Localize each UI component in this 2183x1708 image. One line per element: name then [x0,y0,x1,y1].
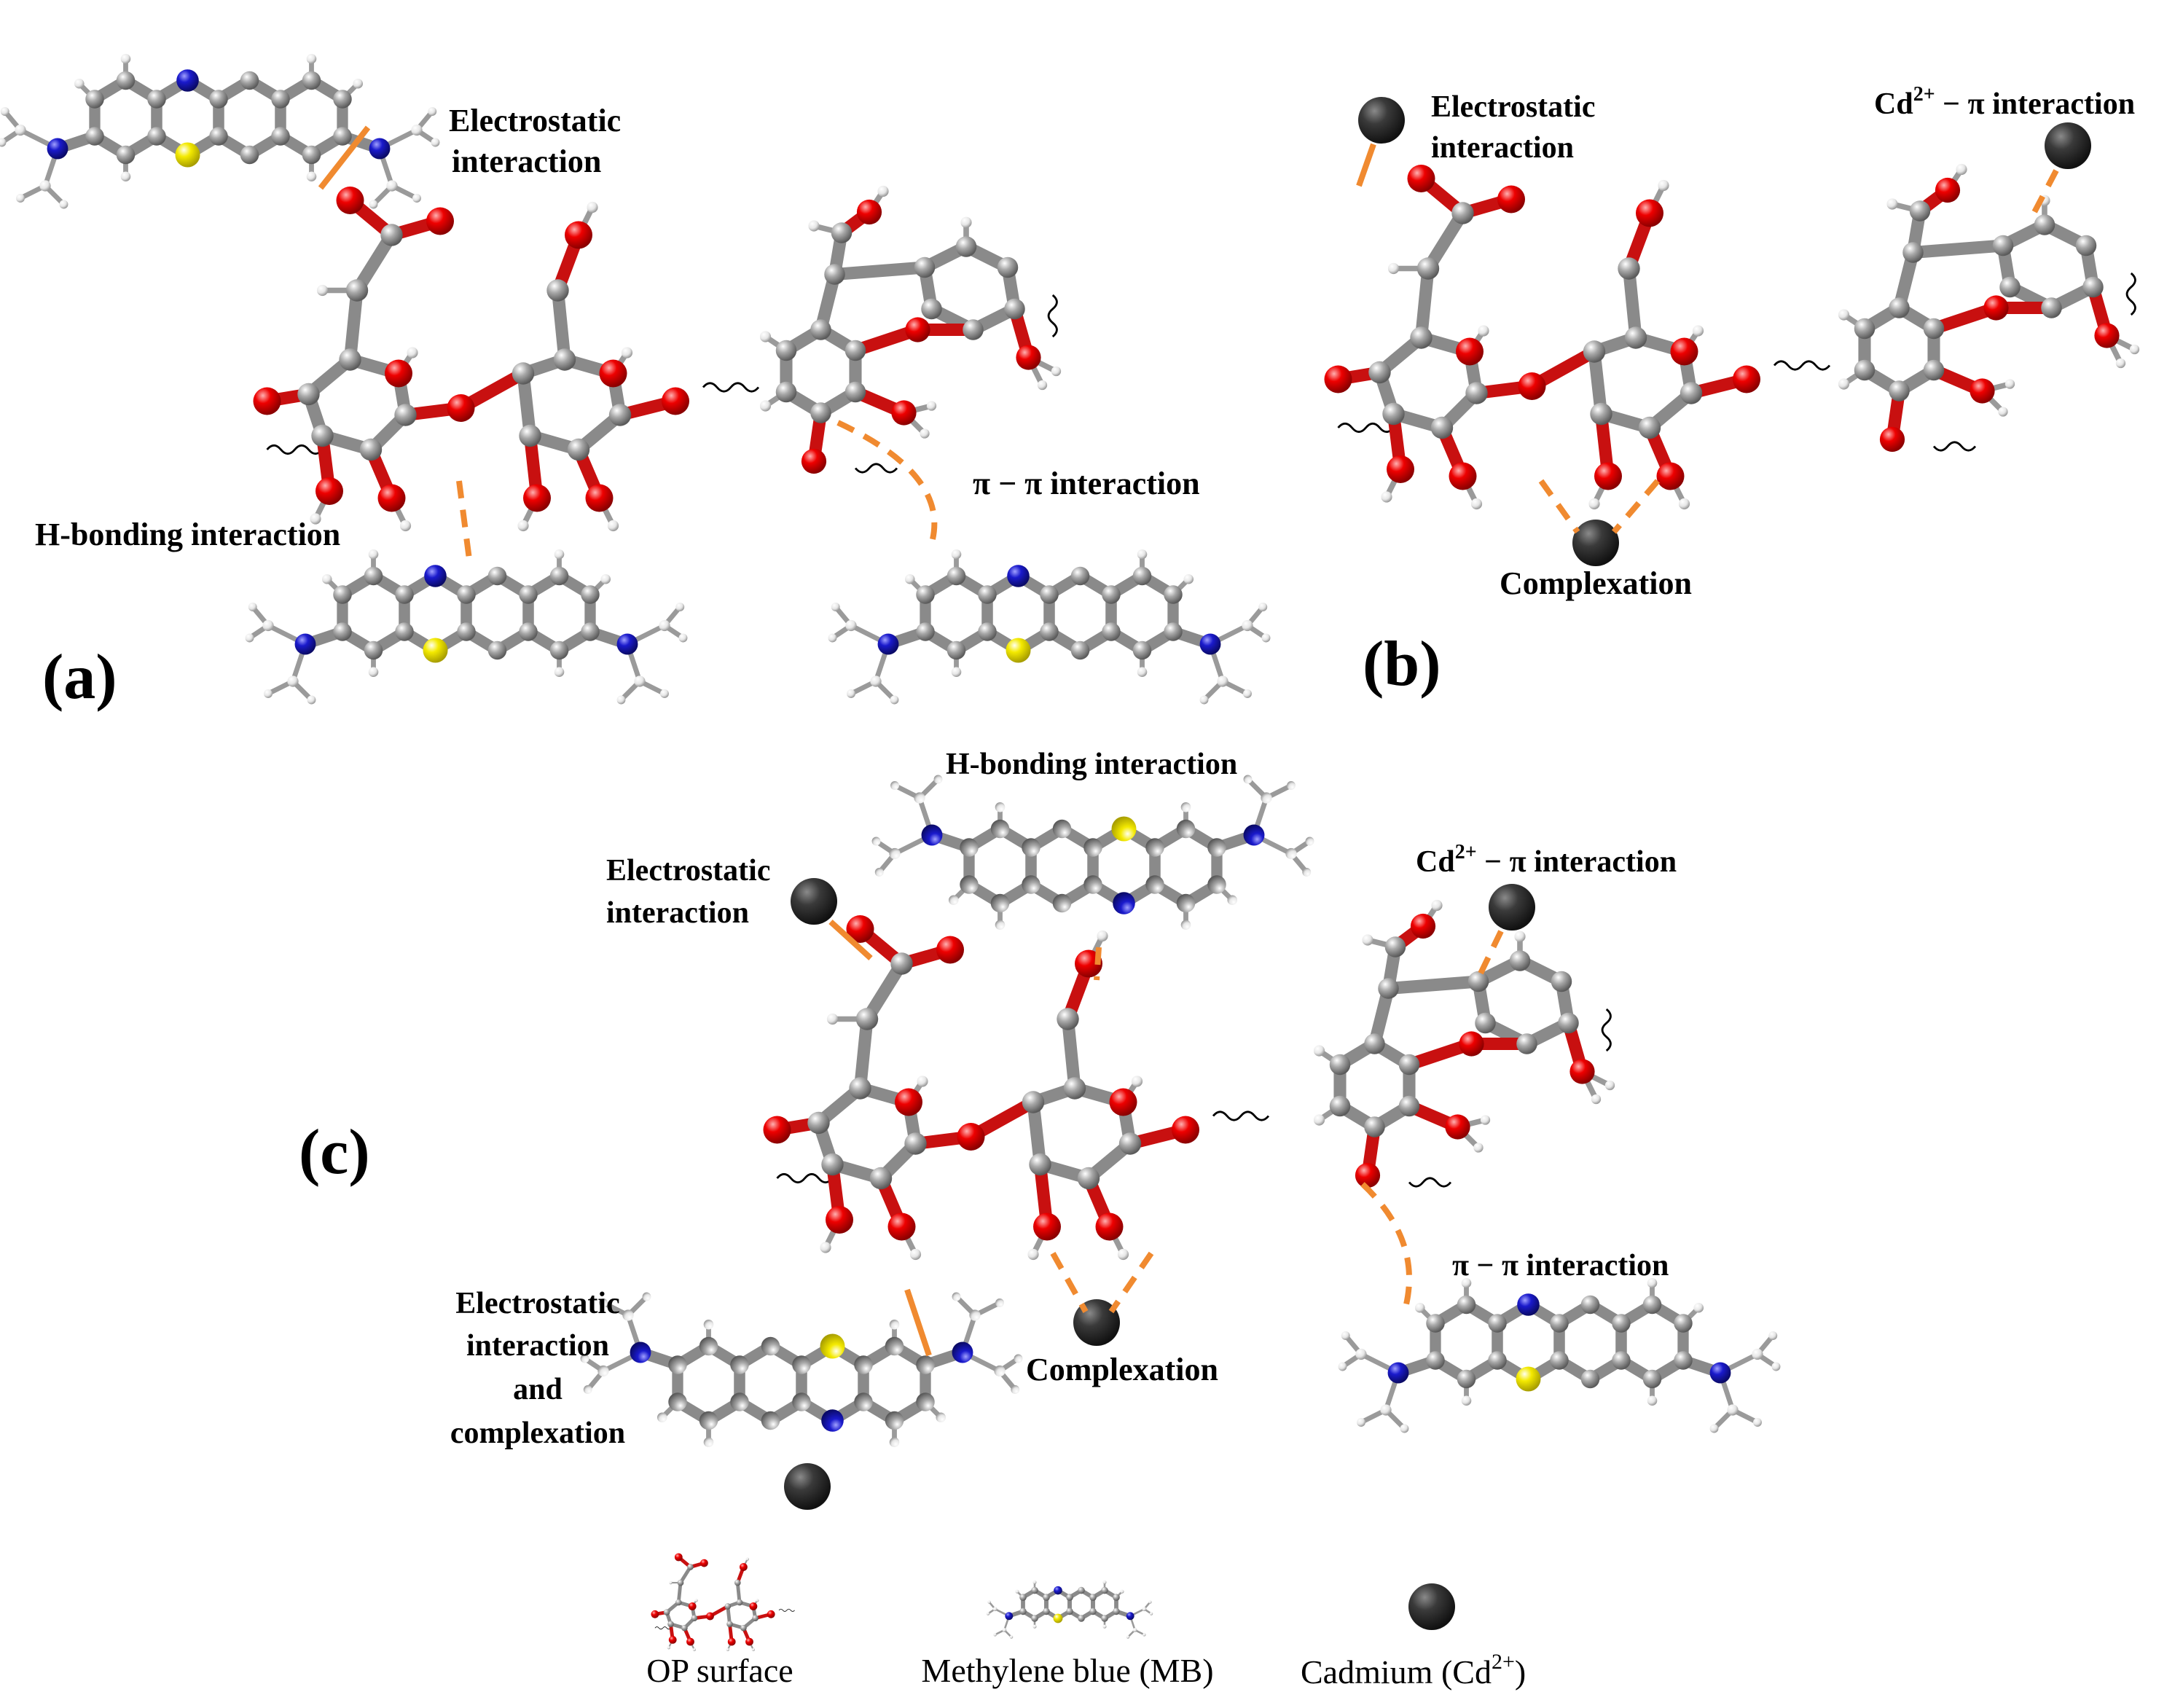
mb-molecule-c-bottom-left [581,1293,1023,1448]
cd-pi-line-c [1476,930,1504,978]
op-surface-a [253,187,759,531]
legend-mb-label: Methylene blue (MB) [921,1652,1213,1689]
cd-ion-b-pi [2045,122,2091,169]
legend-mb-icon [987,1580,1153,1639]
label-a-pipi: π − π interaction [973,466,1200,501]
label-b-cd-pi: Cd2+ − π interaction [1874,83,2135,121]
cd-ion-b-electrostatic [1358,97,1405,144]
hbond-line-c [1094,947,1102,981]
cd-ion-c-pi [1489,884,1535,931]
panel-label-a: (a) [42,642,117,713]
label-a-electrostatic-1: Electrostatic [449,103,621,138]
electrostatic-line-b [1356,143,1376,187]
complex-line-c-1 [1050,1252,1089,1313]
panel-a: Electrostatic interaction H-bonding inte… [0,54,1270,713]
label-c-electrostatic-1: Electrostatic [606,854,770,888]
pipi-line-a [836,420,938,540]
electrostatic-line-a [318,125,371,190]
complex-line-b-1 [1538,479,1580,534]
op-surface-c [764,915,1269,1260]
complex-line-b-2 [1611,479,1661,534]
legend-cd-label: Cadmium (Cd2+) [1301,1650,1526,1691]
label-c-ec-4: complexation [450,1417,625,1450]
panel-c: H-bonding interaction Electrostatic inte… [299,748,1780,1510]
cd-pi-line-b [2030,169,2059,216]
mb-molecule-a-bottom [246,549,688,705]
legend-op-label: OP surface [646,1652,793,1689]
label-c-pipi: π − π interaction [1452,1249,1669,1282]
electrostatic-complex-line-c [904,1288,932,1357]
panel-b: Electrostatic interaction Cd2+ − π inter… [1325,83,2140,700]
panel-label-b: (b) [1363,629,1441,700]
label-c-ec-1: Electrostatic [455,1287,619,1320]
label-c-ec-2: interaction [466,1329,609,1363]
label-c-hbond: H-bonding interaction [946,748,1237,781]
op-surface-b [1325,165,1830,509]
lignin-fragment-a [760,186,1061,474]
legend-cd-icon [1408,1583,1455,1630]
cd-ion-b-complex [1572,520,1619,566]
mb-molecule-a-right [828,549,1271,705]
mb-molecule-a-top [0,54,439,209]
mb-molecule-c-top [872,775,1314,931]
lignin-fragment-b [1838,164,2139,452]
label-b-electrostatic-1: Electrostatic [1431,90,1595,124]
cd-ion-c-electrostatic [791,878,837,925]
label-b-electrostatic-2: interaction [1431,131,1574,165]
cd-ion-c-mb [784,1463,831,1510]
label-a-electrostatic-2: interaction [452,144,601,179]
hbond-line-a [456,480,473,565]
label-a-hbond: H-bonding interaction [35,517,340,552]
panel-label-c: (c) [299,1117,370,1188]
legend: OP surface Methylene blue (MB) Cadmium (… [646,1554,1526,1691]
lignin-fragment-c [1314,900,1615,1188]
legend-op-icon [651,1554,795,1651]
label-c-cd-pi: Cd2+ − π interaction [1416,841,1677,879]
label-c-ec-3: and [513,1373,563,1406]
label-c-complexation: Complexation [1026,1352,1218,1387]
label-c-electrostatic-2: interaction [606,896,749,930]
complex-line-c-2 [1108,1251,1154,1314]
electrostatic-line-c [828,920,873,960]
pipi-line-c [1360,1182,1412,1305]
label-b-complexation: Complexation [1500,565,1692,601]
